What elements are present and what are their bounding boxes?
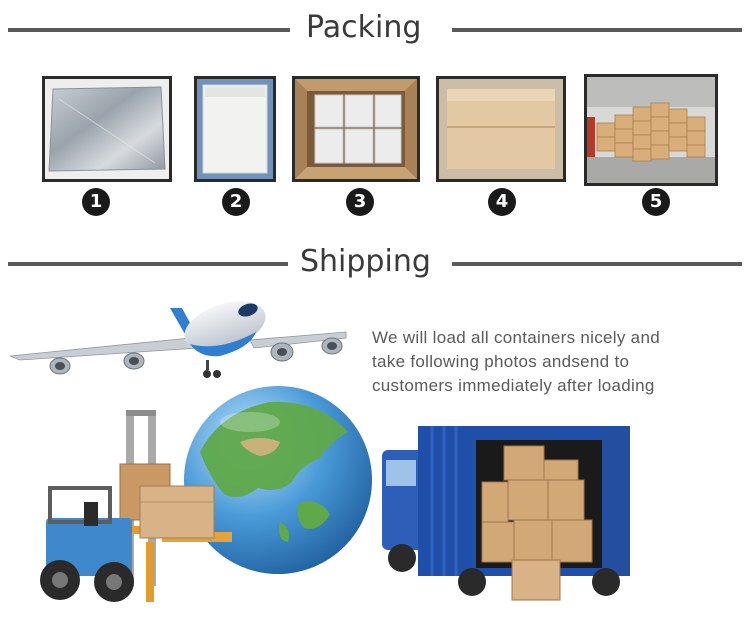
- shipping-description: We will load all containers nicely and t…: [372, 326, 702, 398]
- packing-step-1-photo: [42, 76, 172, 182]
- shipping-description-line-2: take following photos andsend to: [372, 352, 630, 371]
- shipping-rule-left: [8, 262, 288, 266]
- container-truck-illustration: [382, 420, 642, 612]
- shipping-description-line-1: We will load all containers nicely and: [372, 328, 660, 347]
- packing-rule-right: [452, 28, 742, 32]
- packing-step-2-number: 2: [222, 188, 250, 216]
- packing-step-4-photo: [436, 76, 566, 182]
- white-bag-photo: [197, 79, 273, 179]
- sealed-carton-photo: [439, 79, 563, 179]
- forklift-illustration: [36, 406, 236, 612]
- packing-step-5-number: 5: [642, 188, 670, 216]
- globe-illustration: [180, 382, 376, 578]
- warehouse-cartons-photo: [587, 77, 715, 183]
- packing-step-3-photo: [292, 76, 420, 182]
- packing-step-2-photo: [194, 76, 276, 182]
- packing-step-1-number: 1: [82, 188, 110, 216]
- shipping-title: Shipping: [300, 244, 431, 279]
- shipping-header: Shipping: [0, 244, 750, 284]
- packing-step-5-photo: [584, 74, 718, 186]
- packing-title: Packing: [306, 10, 422, 45]
- shipping-rule-right: [452, 262, 742, 266]
- airplane-illustration: [10, 286, 350, 382]
- packing-header: Packing: [0, 10, 750, 50]
- shipping-description-line-3: customers immediately after loading: [372, 376, 655, 395]
- foil-bag-photo: [45, 79, 169, 179]
- boxed-packs-photo: [295, 79, 417, 179]
- packing-step-4-number: 4: [488, 188, 516, 216]
- packing-rule-left: [8, 28, 290, 32]
- packing-step-3-number: 3: [346, 188, 374, 216]
